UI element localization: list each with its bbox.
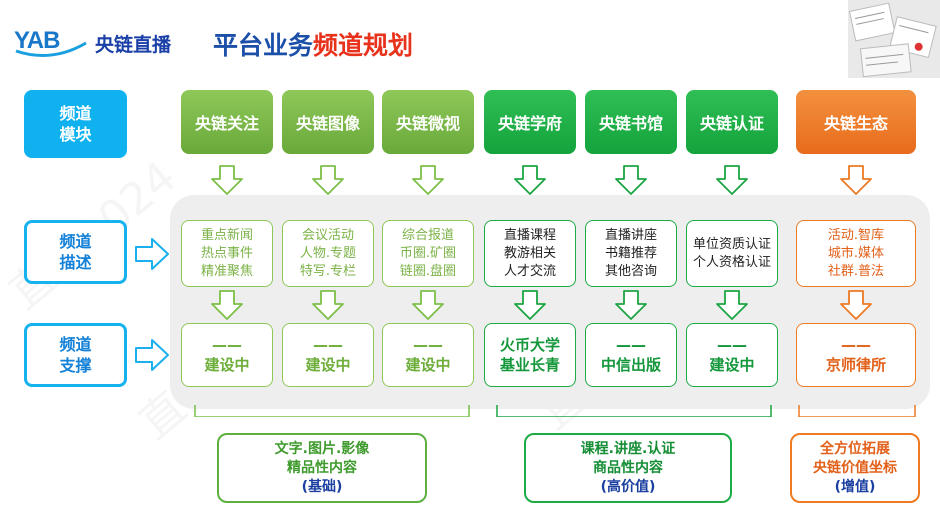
channel-description: 活动.智库城市.媒体社群.普法 (796, 220, 916, 287)
group-bracket (798, 405, 916, 417)
down-arrow-icon (211, 290, 243, 320)
group-bracket (496, 405, 772, 417)
down-arrow-icon (412, 165, 444, 195)
channel-support: ——建设中 (282, 323, 374, 387)
channel-description: 会议活动人物.专题特写.专栏 (282, 220, 374, 287)
channel-support: 火币大学基业长青 (484, 323, 576, 387)
channel-academy: 央链学府 (484, 90, 576, 154)
channel-library: 央链书馆 (585, 90, 677, 154)
label-channel-support: 频道支撑 (24, 323, 127, 387)
channel-description: 单位资质认证个人资格认证 (686, 220, 778, 287)
down-arrow-icon (840, 290, 872, 320)
channel-description: 直播课程教游相关人才交流 (484, 220, 576, 287)
page-title: 平台业务频道规划 (213, 31, 414, 60)
right-arrow-icon (135, 339, 169, 371)
down-arrow-icon (312, 290, 344, 320)
channel-focus: 央链关注 (181, 90, 273, 154)
channel-support: ——建设中 (686, 323, 778, 387)
down-arrow-icon (312, 165, 344, 195)
documents-photo-icon (848, 0, 940, 78)
down-arrow-icon (211, 165, 243, 195)
down-arrow-icon (412, 290, 444, 320)
logo-swoosh-icon (15, 41, 87, 57)
logo-text: YAB (14, 27, 60, 54)
channel-micro-video: 央链微视 (382, 90, 474, 154)
down-arrow-icon (615, 165, 647, 195)
channel-image: 央链图像 (282, 90, 374, 154)
label-channel-module: 频道模块 (24, 90, 127, 158)
channel-ecosystem: 央链生态 (796, 90, 916, 154)
content-type-premium: 课程.讲座.认证商品性内容 (高价值) (524, 433, 732, 503)
channel-support: ——建设中 (382, 323, 474, 387)
down-arrow-icon (615, 290, 647, 320)
group-bracket (194, 405, 470, 417)
channel-description: 综合报道币圈.矿圈链圈.盘圈 (382, 220, 474, 287)
brand-name: 央链直播 (95, 34, 172, 56)
channel-support: ——中信出版 (585, 323, 677, 387)
down-arrow-icon (514, 165, 546, 195)
channel-support: ——京师律所 (796, 323, 916, 387)
content-type-value-added: 全方位拓展央链价值坐标 (增值) (790, 433, 920, 503)
channel-description: 直播讲座书籍推荐其他咨询 (585, 220, 677, 287)
down-arrow-icon (716, 290, 748, 320)
channel-certification: 央链认证 (686, 90, 778, 154)
content-type-basic: 文字.图片.影像精品性内容 (基础) (217, 433, 427, 503)
down-arrow-icon (514, 290, 546, 320)
channel-support: ——建设中 (181, 323, 273, 387)
down-arrow-icon (716, 165, 748, 195)
label-channel-description: 频道描述 (24, 220, 127, 284)
channel-description: 重点新闻热点事件精准聚焦 (181, 220, 273, 287)
right-arrow-icon (135, 238, 169, 270)
down-arrow-icon (840, 165, 872, 195)
